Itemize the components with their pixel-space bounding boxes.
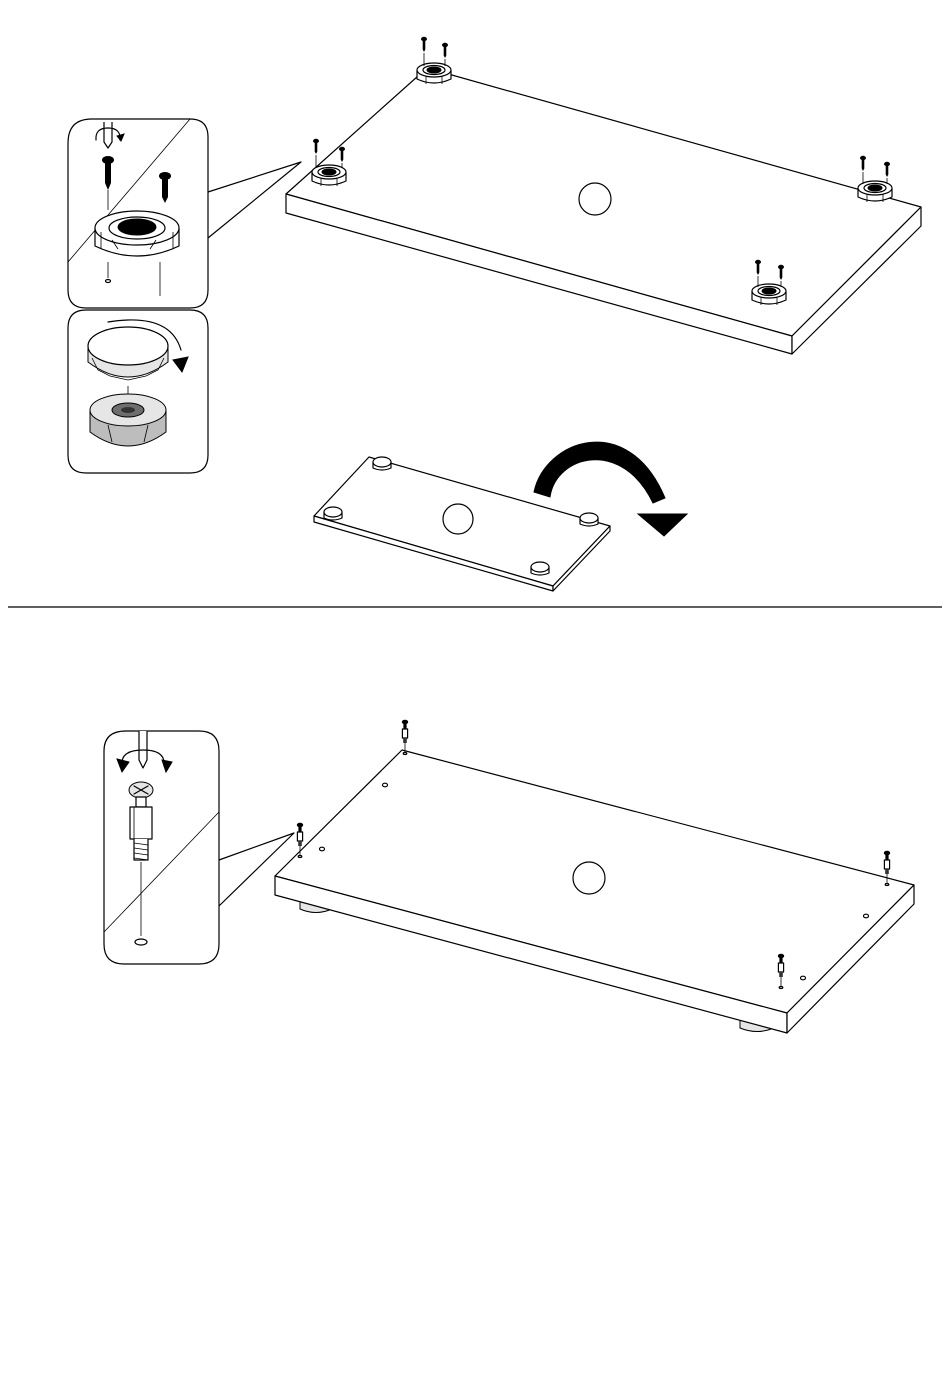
foot-back-right xyxy=(858,156,892,202)
screw-foot-detail xyxy=(68,119,208,308)
mini-foot xyxy=(531,562,549,575)
board-with-feet xyxy=(286,68,921,354)
part-number-circle xyxy=(573,862,605,894)
foot-cap-detail xyxy=(68,310,208,473)
step-1 xyxy=(68,37,921,591)
adjustable-foot-large xyxy=(95,211,179,256)
mini-foot xyxy=(373,457,391,470)
mini-foot xyxy=(580,513,598,526)
foot-back-left xyxy=(417,37,451,84)
board-top xyxy=(275,750,914,1033)
step-2 xyxy=(104,720,914,1033)
part-number-circle xyxy=(579,183,611,215)
cam-bolt-detail xyxy=(104,731,219,964)
cam-bolt-back-left xyxy=(402,720,408,755)
foot-base xyxy=(90,394,166,446)
flipped-board xyxy=(314,457,610,591)
mini-foot xyxy=(324,507,342,520)
part-number-circle xyxy=(443,504,473,534)
